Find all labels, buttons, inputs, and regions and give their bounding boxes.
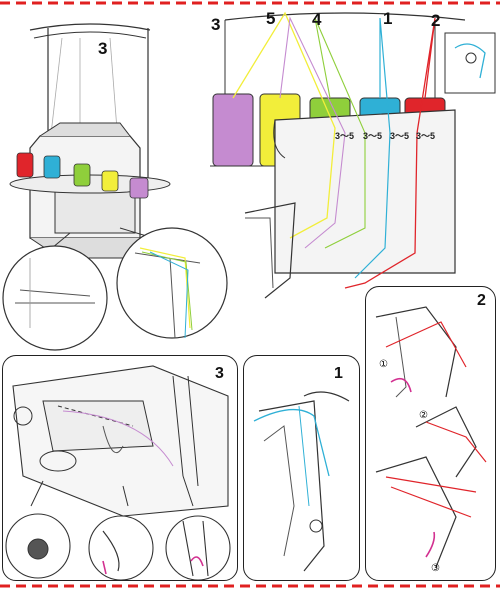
panel-right-step-number: 2 bbox=[477, 292, 486, 309]
panel-mid-step-number: 1 bbox=[334, 365, 343, 382]
top-left-step-number: 3 bbox=[98, 39, 108, 58]
tension-dial-3: 3～5 bbox=[390, 131, 410, 141]
upper-looper-drawing bbox=[253, 391, 350, 572]
overview-illustration: 3 bbox=[0, 8, 228, 351]
panel-upper-looper: 1 bbox=[243, 355, 360, 581]
thread-path-drawing bbox=[210, 11, 496, 299]
panel-left-step-number: 3 bbox=[215, 365, 224, 382]
bottom-dashed-border bbox=[0, 584, 500, 588]
circled-step-1: ① bbox=[379, 359, 388, 370]
spool-number-2: 2 bbox=[431, 11, 441, 30]
circled-step-3: ③ bbox=[431, 563, 440, 574]
needle-threading-drawing bbox=[5, 365, 231, 580]
lower-looper-drawing bbox=[375, 306, 487, 568]
spool-number-1: 1 bbox=[383, 9, 393, 28]
tension-dial-4: 3～5 bbox=[416, 131, 436, 141]
threading-diagram: 3 5 4 1 2 3～5 3～5 3～5 3～5 bbox=[205, 8, 500, 299]
overlocker-drawing bbox=[2, 23, 228, 351]
tension-dial-1: 3～5 bbox=[335, 131, 355, 141]
circled-step-2: ② bbox=[419, 410, 428, 421]
spool-number-4: 4 bbox=[312, 10, 322, 29]
tension-dial-2: 3～5 bbox=[363, 131, 383, 141]
spool-number-3: 3 bbox=[211, 15, 221, 34]
top-dashed-border bbox=[0, 1, 500, 5]
spool-number-5: 5 bbox=[266, 9, 276, 28]
panel-lower-looper: 2 ① ② ③ bbox=[365, 286, 496, 581]
panel-needle-threading: 3 bbox=[2, 355, 238, 581]
